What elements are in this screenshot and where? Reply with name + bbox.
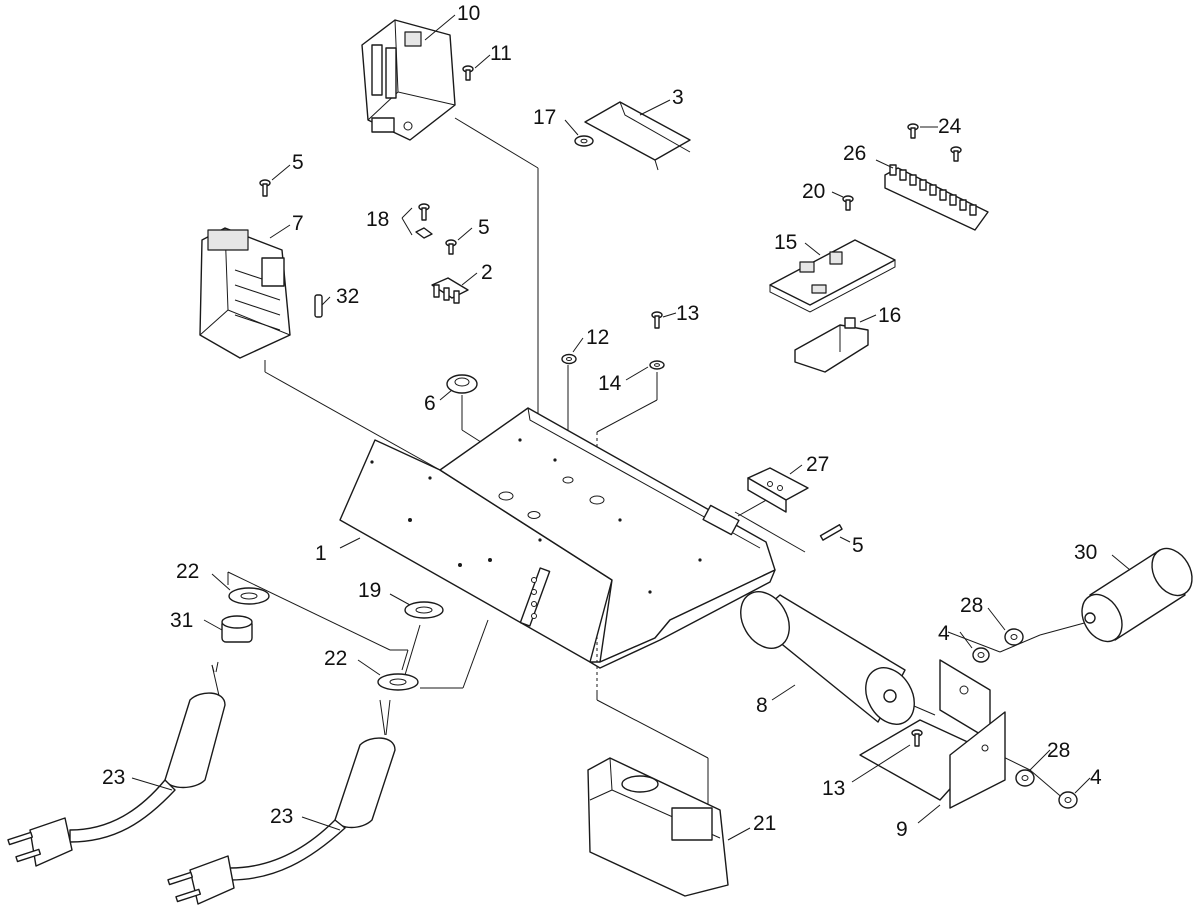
callout-7: 7 (292, 212, 304, 235)
callout-28-lower: 28 (1047, 739, 1070, 762)
screw (462, 65, 474, 81)
callout-9: 9 (896, 818, 908, 841)
callout-1: 1 (315, 542, 327, 565)
callout-13-upper: 13 (676, 302, 699, 325)
callout-23-right: 23 (270, 805, 293, 828)
callout-31: 31 (170, 609, 193, 632)
connector-plug (747, 467, 809, 513)
callout-23-left: 23 (102, 766, 125, 789)
screw-13-upper (651, 311, 663, 329)
callout-24: 24 (938, 115, 962, 138)
callout-5-upper: 5 (292, 151, 304, 174)
callout-leaders (131, 14, 1131, 841)
callout-11: 11 (490, 42, 512, 65)
screw-5-middle (445, 239, 457, 255)
grommet (446, 374, 478, 394)
callout-21: 21 (753, 812, 776, 835)
terminal-block (884, 164, 989, 231)
screw-20 (842, 195, 854, 211)
callout-labels: 10 11 3 17 5 7 32 18 5 2 24 26 20 15 16 … (102, 2, 1102, 841)
nut-4-upper (972, 647, 990, 663)
callout-2: 2 (481, 261, 493, 284)
terminal-posts (889, 164, 977, 216)
callout-3: 3 (672, 86, 684, 109)
washer-28-lower (1015, 769, 1035, 787)
power-cord-right (167, 699, 396, 905)
washer-28-upper (1004, 628, 1024, 646)
callout-30: 30 (1074, 541, 1097, 564)
callout-4-lower: 4 (1090, 766, 1102, 789)
capacitor-8 (740, 591, 915, 725)
callout-16: 16 (878, 304, 901, 327)
capacitor-bracket (859, 659, 1006, 809)
screws-24 (907, 123, 962, 162)
nut-4-lower (1058, 791, 1078, 809)
callout-13-lower: 13 (822, 777, 845, 800)
screw-13-lower (911, 729, 923, 747)
terminal-strip-holes (519, 567, 551, 627)
washer (574, 135, 594, 147)
callout-14: 14 (598, 372, 622, 395)
callout-19: 19 (358, 579, 381, 602)
chassis-plate (339, 407, 776, 669)
nut (561, 353, 577, 365)
chassis-holes (370, 438, 702, 594)
contactor (361, 19, 456, 141)
callout-28-upper: 28 (960, 594, 983, 617)
solenoid (587, 757, 729, 897)
callout-15: 15 (774, 231, 797, 254)
callout-4-upper: 4 (938, 622, 950, 645)
callout-5-right: 5 (852, 534, 864, 557)
callout-27: 27 (806, 453, 829, 476)
callout-17: 17 (533, 106, 556, 129)
screw-and-clip (415, 203, 433, 239)
callout-32: 32 (336, 285, 359, 308)
callout-18: 18 (366, 208, 389, 231)
callout-10: 10 (457, 2, 480, 25)
washer-19 (404, 601, 444, 619)
board-bracket (794, 317, 869, 373)
strain-relief (221, 615, 253, 643)
callout-6: 6 (424, 392, 436, 415)
screw-5-upper (259, 179, 271, 197)
callout-22-lower: 22 (324, 647, 347, 670)
capacitor-30 (1081, 547, 1193, 643)
callout-26: 26 (843, 142, 866, 165)
callout-8: 8 (756, 694, 768, 717)
terminal-connector (431, 277, 469, 304)
power-cord-left (7, 661, 226, 867)
callout-20: 20 (802, 180, 825, 203)
washer-22-lower (377, 673, 419, 691)
callout-5-middle: 5 (478, 216, 490, 239)
washer-14 (649, 360, 665, 370)
fuse (314, 294, 323, 318)
transformer (199, 227, 291, 359)
din-rail (584, 101, 691, 171)
callout-22-upper: 22 (176, 560, 199, 583)
screw-5-right (819, 524, 843, 541)
washer-22-upper (228, 587, 270, 605)
circuit-board (769, 239, 896, 313)
callout-12: 12 (586, 326, 609, 349)
